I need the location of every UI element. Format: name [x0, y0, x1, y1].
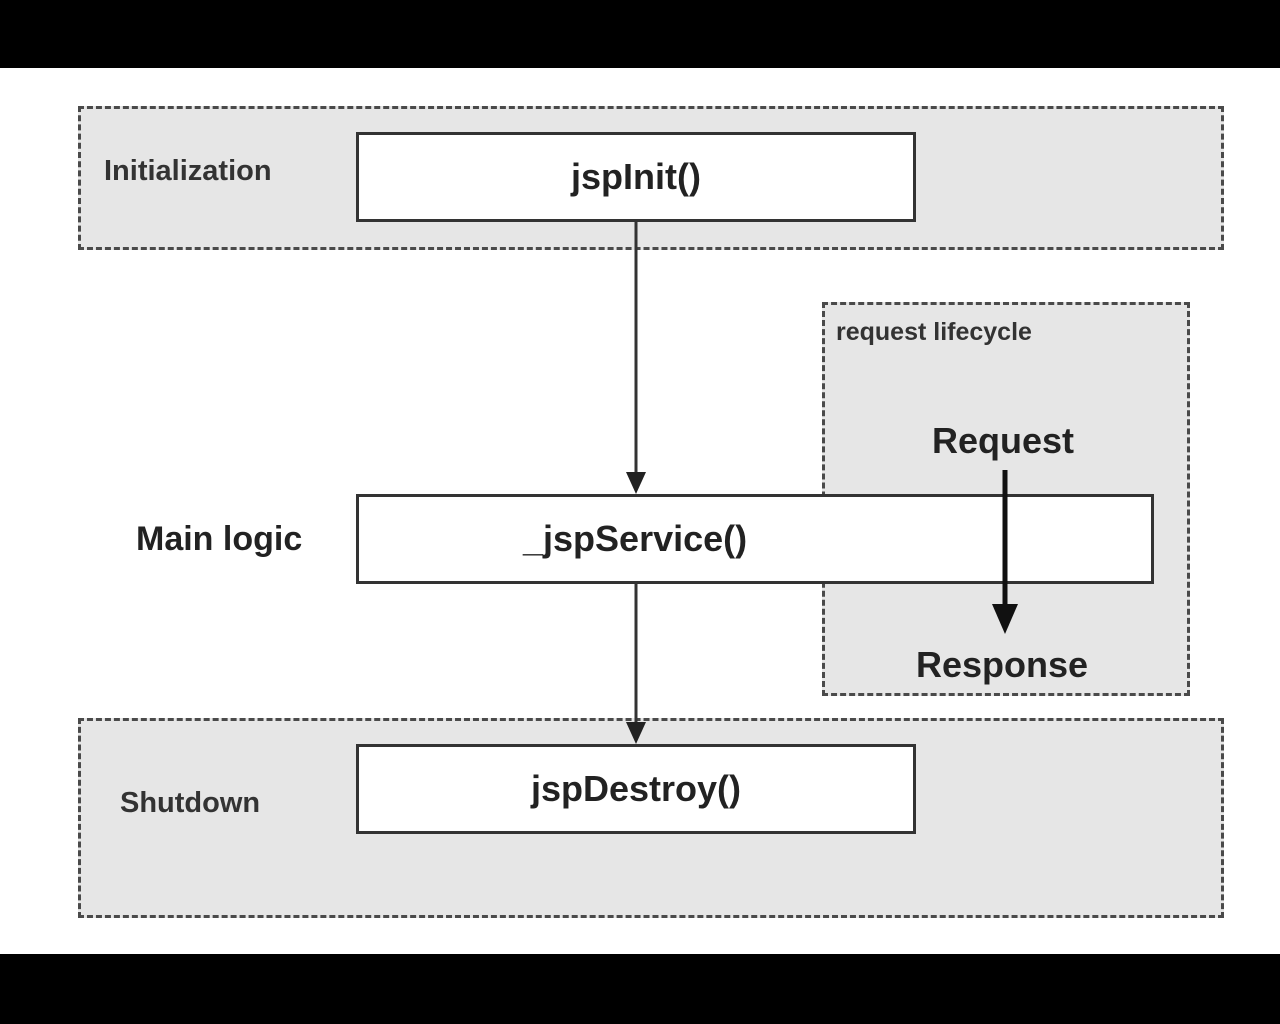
- jsp-destroy-node: jspDestroy(): [356, 744, 916, 834]
- main-logic-label: Main logic: [136, 520, 303, 558]
- response-label: Response: [916, 644, 1089, 685]
- shutdown-label: Shutdown: [120, 787, 261, 819]
- jsp-init-node: jspInit(): [356, 132, 916, 222]
- initialization-label: Initialization: [104, 155, 272, 187]
- jsp-service-node: _jspService(): [356, 494, 1154, 584]
- jsp-init-text: jspInit(): [571, 156, 701, 197]
- jsp-destroy-text: jspDestroy(): [530, 768, 742, 809]
- request-lifecycle-label: request lifecycle: [836, 318, 1032, 346]
- request-label: Request: [932, 420, 1075, 461]
- jsp-service-text: _jspService(): [523, 518, 748, 559]
